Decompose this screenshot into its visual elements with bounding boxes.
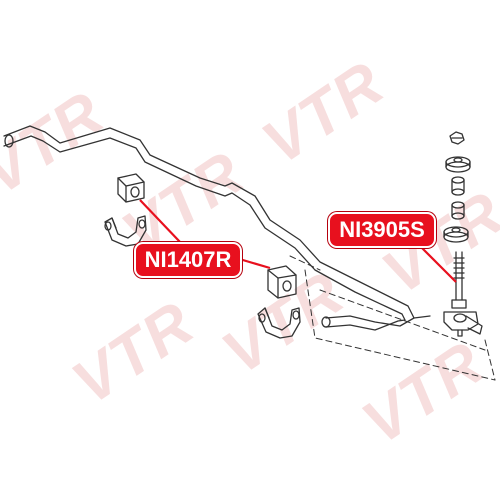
guide-lines — [289, 255, 496, 381]
bracket-upper — [104, 215, 147, 247]
bushing-lower — [267, 265, 297, 299]
bushing-upper — [117, 173, 145, 203]
link-bolt — [443, 251, 483, 337]
bracket-lower — [257, 307, 301, 339]
callout-ni1407r: NI1407R — [134, 242, 242, 278]
callout-ni3905s: NI3905S — [328, 212, 436, 248]
link-hardware-stack — [443, 131, 471, 243]
leader-ni3905s — [419, 245, 457, 283]
leader-ni1407r-upper — [139, 199, 181, 243]
